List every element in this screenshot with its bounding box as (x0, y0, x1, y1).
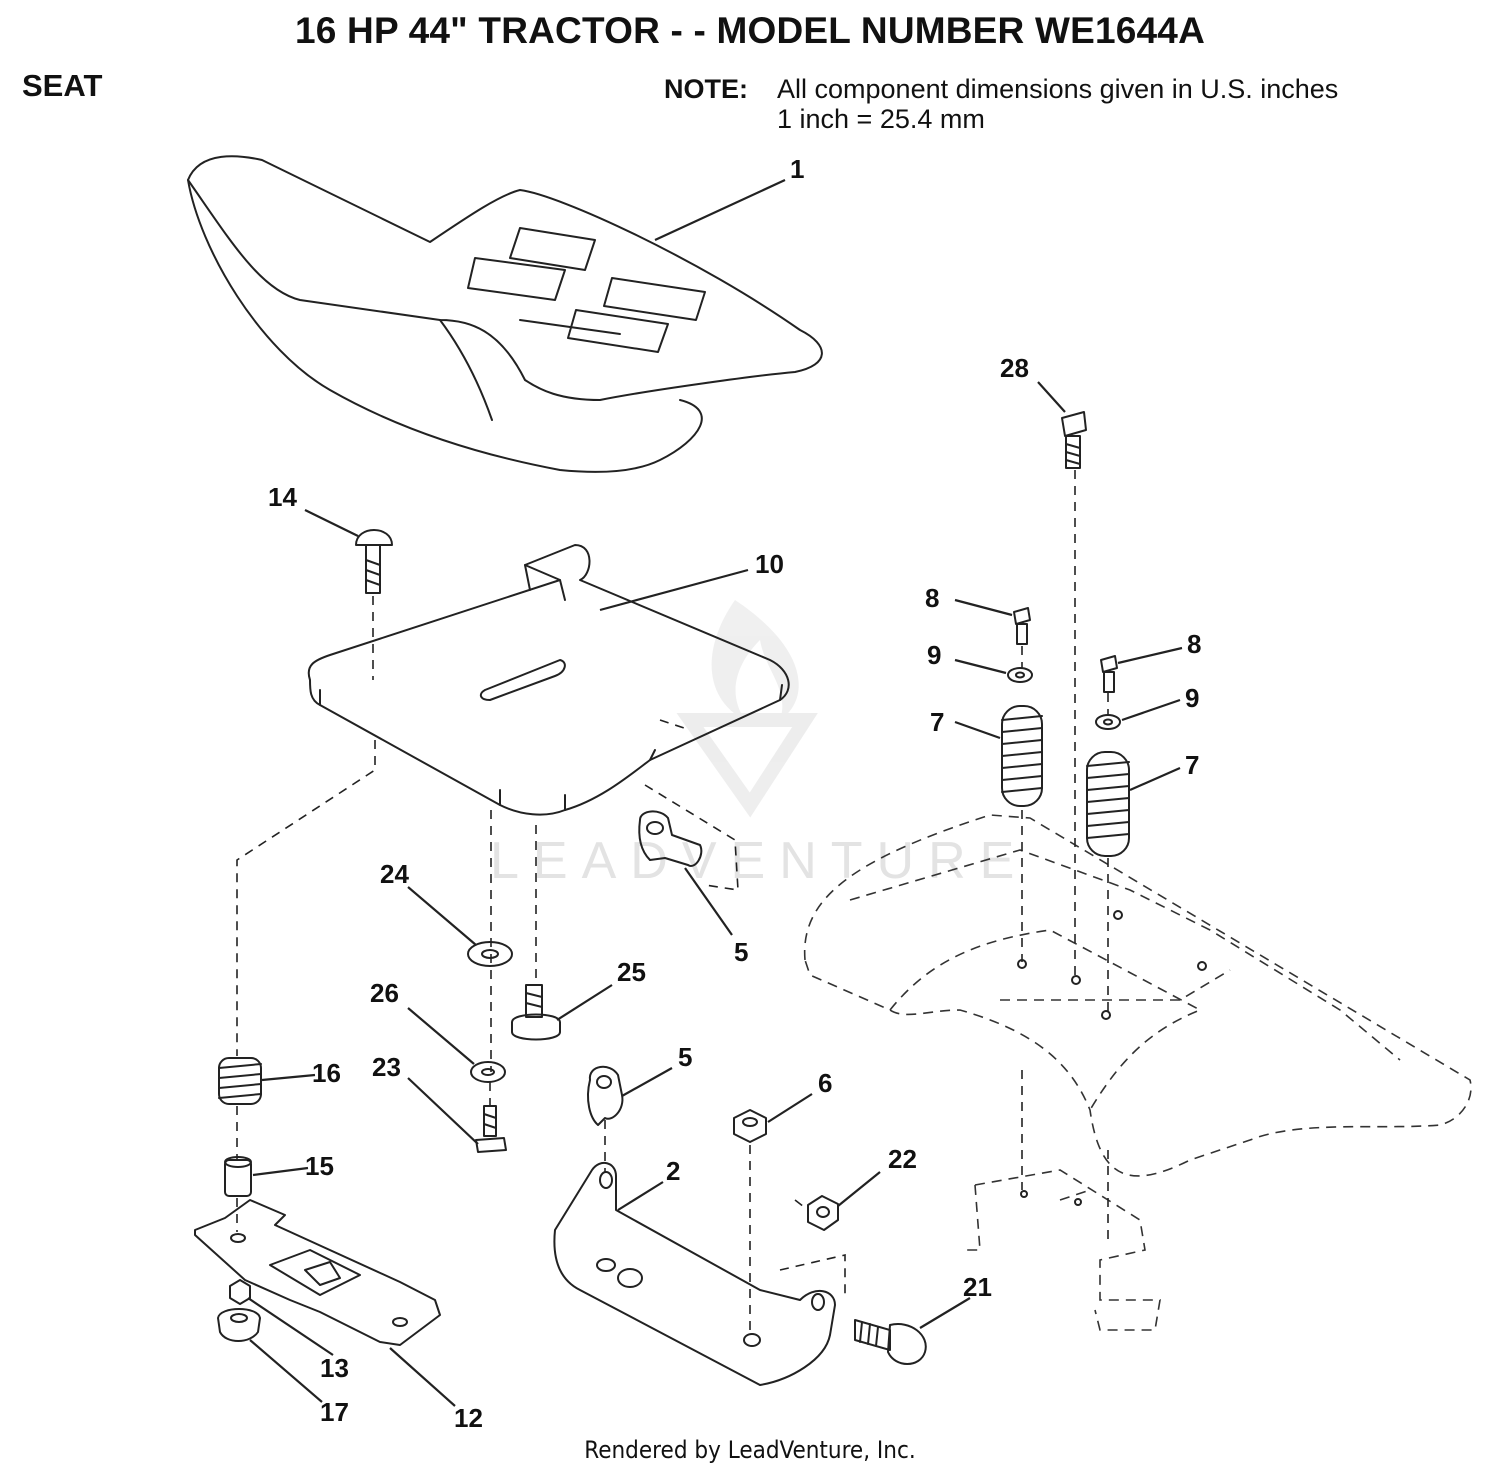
part-spring-right[interactable] (1086, 751, 1130, 857)
callout-8-right: 8 (1187, 629, 1201, 659)
callout-7-left: 7 (930, 707, 944, 737)
callout-15: 15 (305, 1151, 334, 1181)
callout-16: 16 (312, 1058, 341, 1088)
note-line-2: 1 inch = 25.4 mm (777, 104, 985, 134)
part-washer-26[interactable] (470, 1061, 506, 1083)
tractor-fender-phantom (803, 814, 1472, 1331)
callout-26: 26 (370, 978, 399, 1008)
callout-labels: 1 28 14 10 8 9 8 9 7 7 24 5 25 26 16 23 … (268, 154, 1201, 1433)
callout-13: 13 (320, 1353, 349, 1383)
callout-12: 12 (454, 1403, 483, 1433)
footer-credit: Rendered by LeadVenture, Inc. (584, 1436, 916, 1464)
callout-5-lower: 5 (678, 1042, 692, 1072)
callout-9-left: 9 (927, 640, 941, 670)
callout-28: 28 (1000, 353, 1029, 383)
callout-25: 25 (617, 957, 646, 987)
part-long-bolt[interactable] (1061, 411, 1087, 469)
part-shoulder-bolt[interactable] (511, 984, 561, 1041)
part-clip-upper[interactable] (638, 810, 703, 867)
callout-17: 17 (320, 1397, 349, 1427)
callout-22: 22 (888, 1144, 917, 1174)
part-spring-16[interactable] (218, 1057, 262, 1105)
part-washer-24[interactable] (467, 941, 513, 967)
watermark-logo (676, 600, 818, 818)
callout-23: 23 (372, 1052, 401, 1082)
callout-5-upper: 5 (734, 937, 748, 967)
callout-14: 14 (268, 482, 297, 512)
part-washer-right[interactable] (1095, 714, 1121, 730)
callout-9-right: 9 (1185, 683, 1199, 713)
note-label: NOTE: (664, 74, 748, 104)
part-nut-6[interactable] (733, 1109, 767, 1143)
part-seat-bracket[interactable] (553, 1161, 836, 1386)
part-seat-pan[interactable] (307, 544, 790, 816)
part-bushing[interactable] (224, 1156, 252, 1197)
callout-1: 1 (790, 154, 804, 184)
part-spring-left[interactable] (1001, 705, 1043, 807)
part-hex-bolt-left[interactable] (1013, 607, 1031, 645)
part-nut-13[interactable] (229, 1279, 251, 1305)
callout-21: 21 (963, 1272, 992, 1302)
part-flange-nut-17[interactable] (217, 1308, 261, 1342)
section-label: SEAT (22, 68, 103, 103)
part-seat[interactable] (187, 155, 823, 473)
part-bolt-23[interactable] (475, 1105, 507, 1153)
leader-lines (247, 179, 1183, 1407)
callout-6: 6 (818, 1068, 832, 1098)
part-nut-22[interactable] (807, 1195, 839, 1231)
assembly-lines (236, 470, 1109, 1335)
part-bolt-21[interactable] (854, 1319, 927, 1365)
callout-24: 24 (380, 859, 409, 889)
callout-10: 10 (755, 549, 784, 579)
part-hex-bolt-right[interactable] (1100, 655, 1118, 693)
part-mounting-plate[interactable] (194, 1199, 441, 1346)
watermark-text: LEADVENTURE (490, 832, 1028, 890)
part-washer-left[interactable] (1007, 667, 1033, 683)
callout-7-right: 7 (1185, 750, 1199, 780)
page-title: 16 HP 44" TRACTOR - - MODEL NUMBER WE164… (294, 10, 1205, 51)
callout-2: 2 (666, 1156, 680, 1186)
part-carriage-bolt[interactable] (355, 529, 393, 594)
note-line-1: All component dimensions given in U.S. i… (777, 74, 1339, 104)
callout-8-left: 8 (925, 583, 939, 613)
part-clip-lower[interactable] (587, 1065, 624, 1126)
